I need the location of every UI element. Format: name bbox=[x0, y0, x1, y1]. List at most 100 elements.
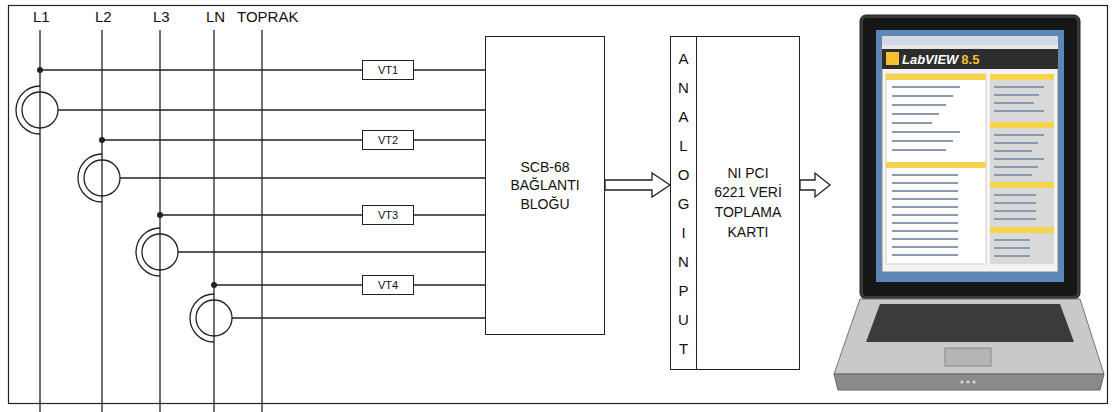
menu-bar bbox=[882, 45, 1058, 49]
line-label: TOPRAK bbox=[237, 9, 298, 26]
line-label: L1 bbox=[33, 9, 50, 26]
menu-item-line bbox=[994, 210, 1036, 212]
app-header-bar bbox=[882, 49, 1058, 69]
menu-item-line bbox=[994, 110, 1044, 112]
flow-arrow bbox=[605, 173, 670, 197]
status-light bbox=[961, 381, 964, 384]
connection-block: SCB-68 BAĞLANTI BLOĞU bbox=[485, 36, 605, 335]
panel-header-strip bbox=[990, 74, 1054, 80]
daq-card-box: NI PCI 6221 VERİ TOPLAMA KARTI bbox=[696, 36, 800, 370]
menu-item-line bbox=[994, 142, 1038, 144]
panel-header-strip bbox=[990, 182, 1054, 188]
current-transformer bbox=[196, 300, 232, 336]
menu-item-line bbox=[892, 122, 932, 124]
menu-item-line bbox=[994, 150, 1032, 152]
current-transformer-core bbox=[16, 86, 40, 134]
bus-wire bbox=[101, 30, 102, 412]
signal-wire bbox=[58, 109, 485, 110]
keyboard bbox=[866, 304, 1074, 342]
signal-wire bbox=[178, 251, 485, 252]
current-transformer bbox=[22, 92, 58, 128]
menu-item-line bbox=[892, 149, 946, 151]
line-label: LN bbox=[206, 9, 225, 26]
current-transformer-core bbox=[136, 228, 160, 276]
current-transformer-core bbox=[190, 294, 214, 342]
menu-item-line bbox=[892, 246, 958, 248]
tap-wire bbox=[102, 139, 362, 140]
bus-wire bbox=[159, 30, 160, 412]
junction-dot bbox=[157, 212, 163, 218]
node-text: VT3 bbox=[378, 209, 398, 221]
bus-wire bbox=[39, 30, 40, 412]
menu-item-line bbox=[994, 194, 1036, 196]
menu-item-line bbox=[892, 95, 953, 97]
menu-item-line bbox=[892, 238, 958, 240]
window-title-bar bbox=[882, 36, 1058, 45]
status-light bbox=[973, 381, 976, 384]
transformer-box: VT3 bbox=[362, 205, 414, 225]
menu-item-line bbox=[994, 255, 1030, 257]
laptop-front-edge bbox=[834, 374, 1104, 390]
signal-wire bbox=[414, 214, 485, 215]
menu-item-line bbox=[994, 158, 1044, 160]
node-text: NI PCI 6221 VERİ TOPLAMA KARTI bbox=[712, 164, 784, 242]
menu-item-line bbox=[994, 239, 1030, 241]
panel-header-strip bbox=[886, 74, 986, 80]
menu-item-line bbox=[994, 247, 1030, 249]
menu-item-line bbox=[994, 134, 1044, 136]
node-text: SCB-68 BAĞLANTI BLOĞU bbox=[499, 158, 591, 213]
app-title-text: 8.5 bbox=[961, 52, 979, 67]
panel-header-strip bbox=[990, 227, 1054, 233]
menu-item-line bbox=[892, 140, 953, 142]
app-window bbox=[882, 36, 1058, 272]
current-transformer-core bbox=[78, 154, 102, 202]
menu-item-line bbox=[994, 94, 1039, 96]
transformer-box: VT1 bbox=[362, 60, 414, 80]
node-text: ANALOG INPUT bbox=[678, 44, 690, 363]
junction-dot bbox=[99, 137, 105, 143]
junction-dot bbox=[211, 282, 217, 288]
menu-item-line bbox=[892, 222, 958, 224]
menu-item-line bbox=[892, 190, 958, 192]
tap-wire bbox=[160, 214, 362, 215]
menu-item-line bbox=[892, 113, 939, 115]
menu-item-line bbox=[892, 131, 960, 133]
signal-wire bbox=[120, 177, 485, 178]
menu-item-line bbox=[892, 86, 960, 88]
line-label: L3 bbox=[153, 9, 170, 26]
app-title-text: LabVIEW bbox=[902, 52, 958, 67]
desktop-background bbox=[876, 30, 1064, 282]
menu-item-line bbox=[892, 104, 946, 106]
menu-item-line bbox=[994, 166, 1038, 168]
menu-item-line bbox=[994, 218, 1036, 220]
signal-wire bbox=[414, 69, 485, 70]
tap-wire bbox=[214, 284, 362, 285]
menu-item-line bbox=[994, 202, 1036, 204]
laptop-base bbox=[834, 299, 1104, 374]
menu-item-line bbox=[892, 182, 958, 184]
menu-item-line bbox=[892, 254, 958, 256]
bus-wire bbox=[213, 30, 214, 412]
flow-arrow bbox=[800, 173, 830, 197]
current-transformer bbox=[142, 234, 178, 270]
app-header: LabVIEW8.5 bbox=[902, 50, 979, 68]
menu-item-line bbox=[892, 206, 958, 208]
laptop-illustration bbox=[830, 12, 1105, 402]
tap-wire bbox=[40, 69, 362, 70]
screen-bezel bbox=[863, 18, 1077, 296]
analog-input-strip: ANALOG INPUT bbox=[670, 36, 697, 370]
menu-item-line bbox=[892, 230, 958, 232]
current-transformer bbox=[84, 160, 120, 196]
laptop-lid bbox=[860, 15, 1080, 299]
right-panel bbox=[990, 74, 1054, 264]
menu-item-line bbox=[892, 214, 958, 216]
touchpad bbox=[945, 348, 991, 366]
frame-border bbox=[9, 6, 1108, 404]
signal-wire bbox=[232, 317, 485, 318]
bus-wire bbox=[261, 30, 262, 412]
left-panel bbox=[886, 74, 986, 264]
wiring bbox=[16, 30, 485, 412]
menu-item-line bbox=[892, 174, 958, 176]
signal-wire bbox=[414, 284, 485, 285]
